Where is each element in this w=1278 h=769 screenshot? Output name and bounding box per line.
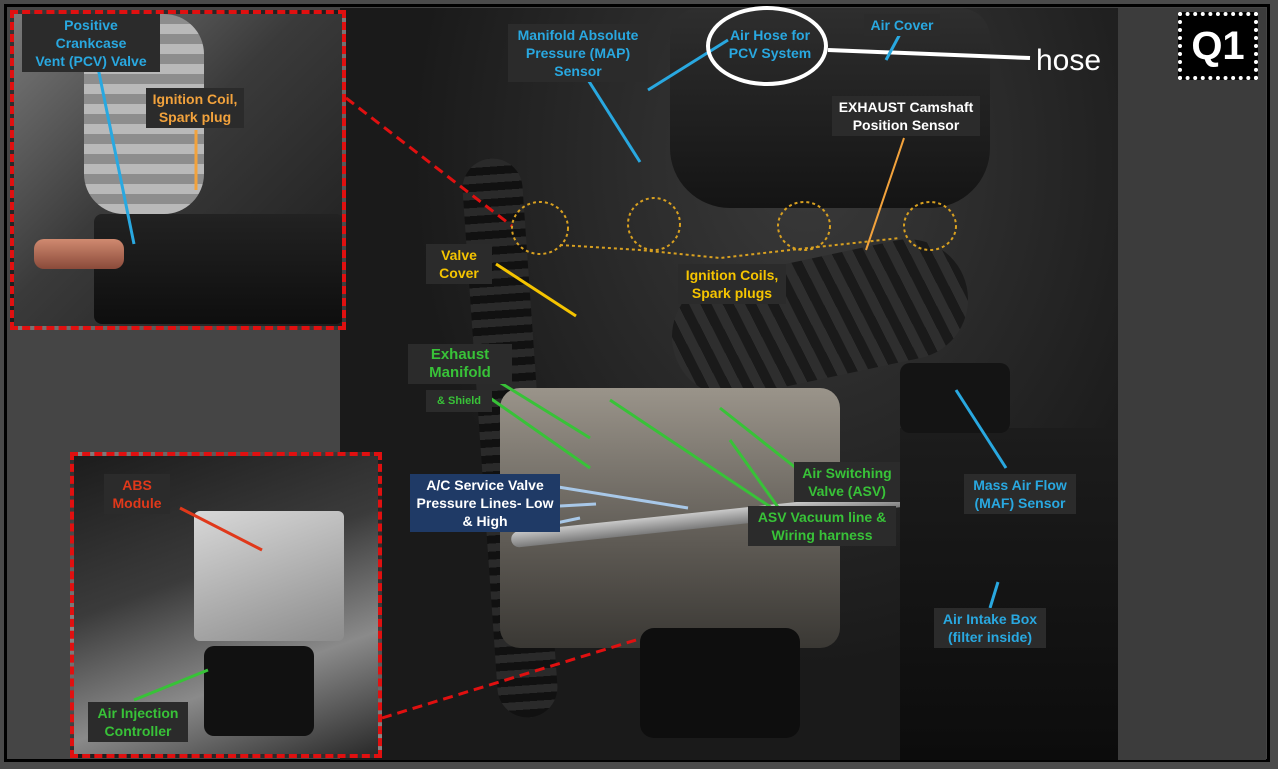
maf-arrow xyxy=(954,389,1008,469)
exhaust-manifold-arrow xyxy=(495,378,591,440)
asv-vacuum-arrow xyxy=(609,398,773,510)
label-asv: Air Switching Valve (ASV) xyxy=(794,462,900,502)
label-asv-vacuum: ASV Vacuum line & Wiring harness xyxy=(748,506,896,546)
pcv-fitting-shape xyxy=(34,239,124,269)
ac-arrow xyxy=(559,502,597,508)
valve-body-shape xyxy=(94,214,342,324)
coil-marker xyxy=(777,201,831,251)
label-exhaust-cam: EXHAUST Camshaft Position Sensor xyxy=(832,96,980,136)
abs-block-shape xyxy=(194,511,344,641)
connector-shape xyxy=(640,628,800,738)
asv-arrow xyxy=(719,406,797,470)
inset-connector-line xyxy=(345,96,513,228)
label-maf-sensor: Mass Air Flow (MAF) Sensor xyxy=(964,474,1076,514)
valve-cover-arrow xyxy=(495,262,577,318)
hose-callout-text: hose xyxy=(1036,44,1102,77)
label-air-injection: Air Injection Controller xyxy=(88,702,188,742)
question-badge: Q1 xyxy=(1178,12,1258,80)
label-air-hose: Air Hose for PCV System xyxy=(728,27,812,61)
label-air-intake-box: Air Intake Box (filter inside) xyxy=(934,608,1046,648)
inset-abs-module xyxy=(70,452,382,758)
label-exhaust-shield: & Shield xyxy=(426,390,492,412)
air-intake-arrow xyxy=(988,581,1000,609)
label-valve-cover: Valve Cover xyxy=(426,244,492,284)
air-injection-arrow xyxy=(133,668,209,702)
photo-right-area xyxy=(1118,8,1266,760)
coil-marker xyxy=(903,201,957,251)
air-cover-arrow xyxy=(884,33,902,61)
ac-arrow xyxy=(551,484,689,510)
label-abs-module: ABS Module xyxy=(104,474,170,514)
controller-shape xyxy=(204,646,314,736)
abs-arrow xyxy=(179,506,263,552)
coil-dotted-line xyxy=(559,237,901,260)
coil-marker xyxy=(627,197,681,251)
hose-pointer-line xyxy=(827,48,1031,60)
exhaust-cam-arrow xyxy=(865,137,905,251)
label-exhaust-manifold: Exhaust Manifold xyxy=(408,344,512,384)
label-map-sensor: Manifold Absolute Pressure (MAP) Sensor xyxy=(508,24,648,82)
coil-marker xyxy=(511,201,569,255)
air-hose-highlight-circle xyxy=(706,6,828,86)
asv-vacuum-arrow xyxy=(728,439,782,511)
label-air-cover: Air Cover xyxy=(864,14,940,36)
inset-connector-line xyxy=(381,638,637,720)
label-ac-service-valve: A/C Service Valve Pressure Lines- Low & … xyxy=(410,474,560,532)
label-ignition-coil: Ignition Coil, Spark plug xyxy=(146,88,244,128)
exhaust-manifold-arrow xyxy=(489,396,591,470)
label-pcv-valve: Positive Crankcase Vent (PCV) Valve xyxy=(22,14,160,72)
pcv-arrow xyxy=(94,57,136,245)
label-ignition-coils: Ignition Coils, Spark plugs xyxy=(678,264,786,304)
maf-sensor-shape xyxy=(900,363,1010,433)
